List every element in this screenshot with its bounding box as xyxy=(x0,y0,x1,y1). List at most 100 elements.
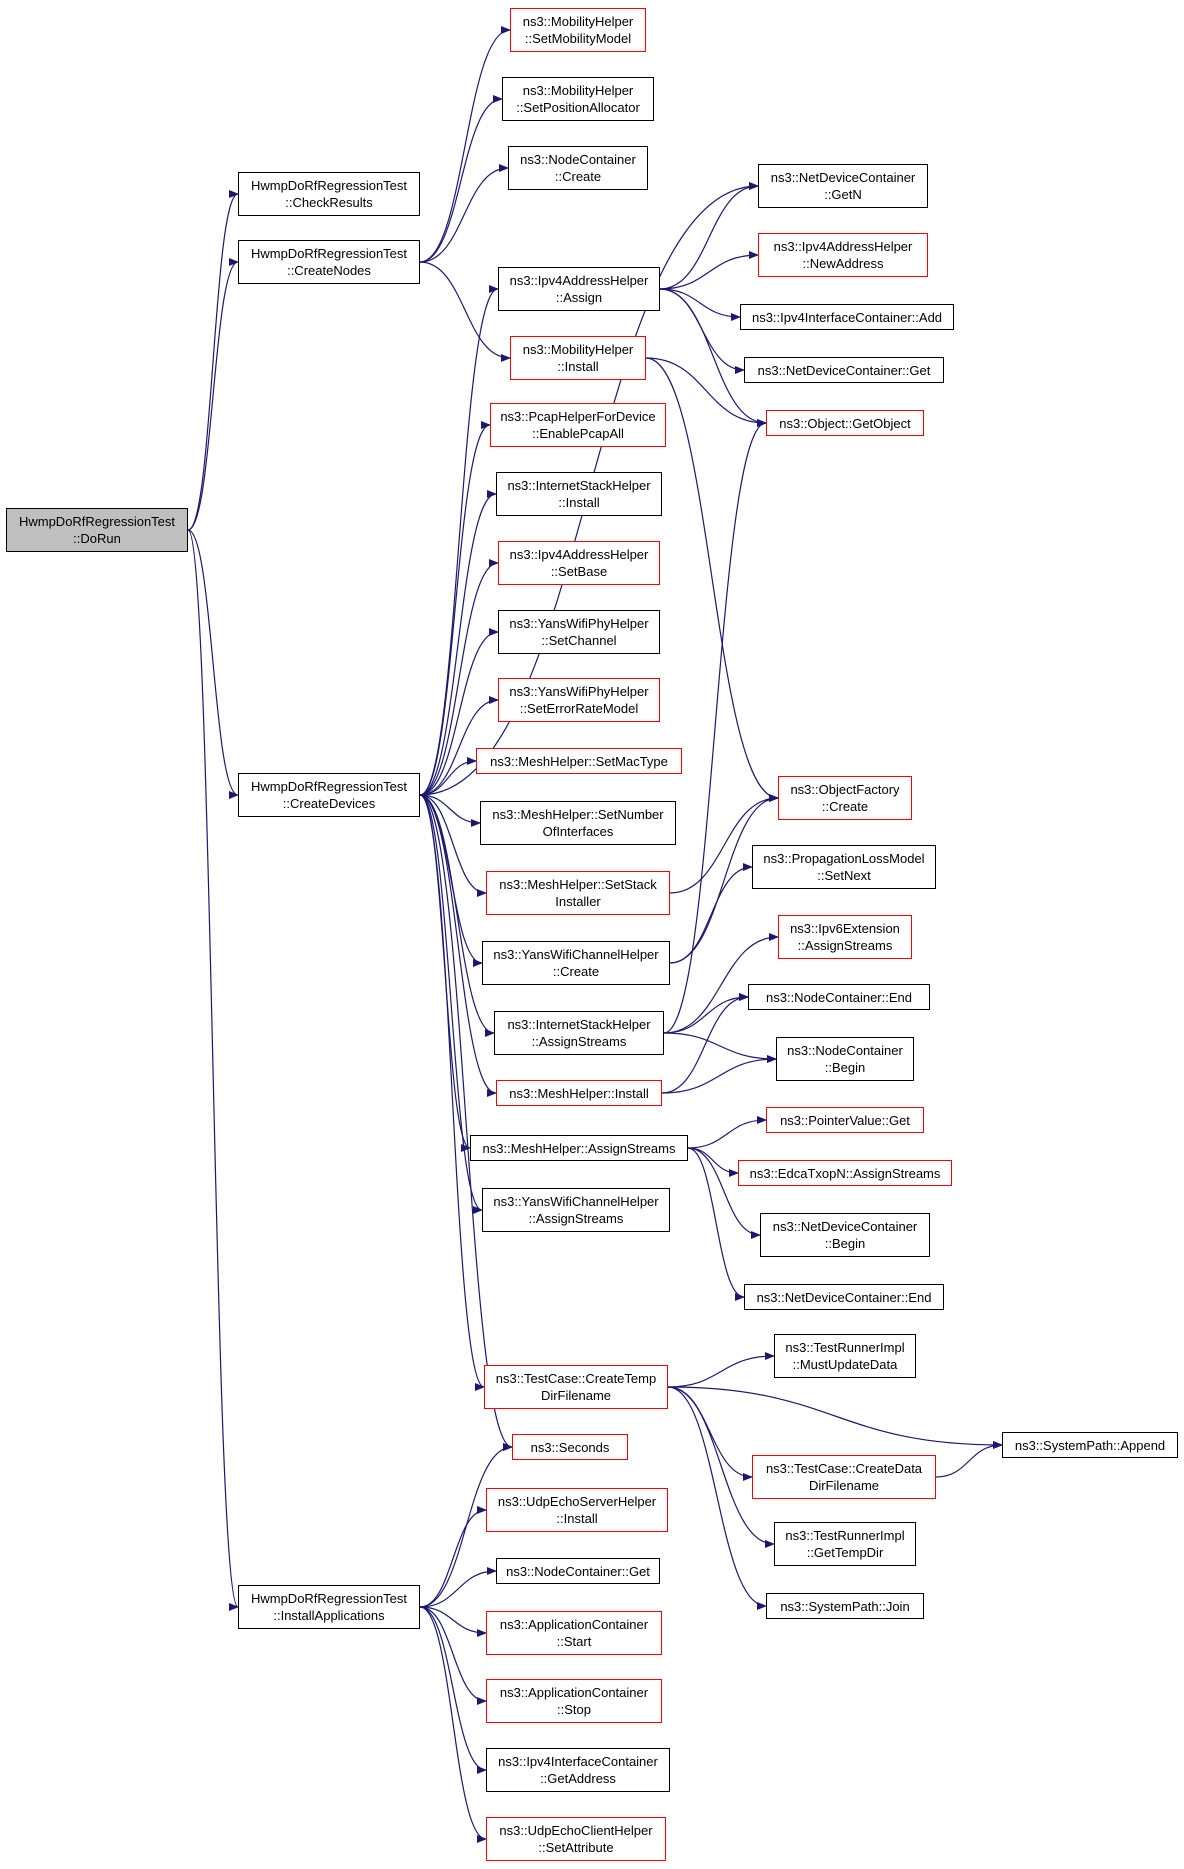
node-label-line: ns3::TestRunnerImpl xyxy=(785,1528,905,1543)
node-label-line: ::Create xyxy=(552,964,600,979)
edge-createdevices-to-ipv4_assign xyxy=(419,285,499,796)
node-mesh-setmac[interactable]: ns3::MeshHelper::SetMacType xyxy=(476,748,682,774)
node-sp-join[interactable]: ns3::SystemPath::Join xyxy=(766,1593,924,1619)
node-label-line: ns3::InternetStackHelper xyxy=(507,1017,651,1032)
node-edca-assign[interactable]: ns3::EdcaTxopN::AssignStreams xyxy=(738,1160,952,1186)
node-obj-getobject[interactable]: ns3::Object::GetObject xyxy=(766,410,924,436)
node-label-line: ::AssignStreams xyxy=(531,1034,627,1049)
node-ac-start[interactable]: ns3::ApplicationContainer::Start xyxy=(486,1611,662,1655)
node-label-line: ns3::SystemPath::Append xyxy=(1014,1437,1166,1453)
edge-mesh_assign-to-ndc_end xyxy=(687,1147,745,1301)
node-label-line: HwmpDoRfRegressionTest xyxy=(250,246,408,261)
edge-dorun-to-createdevices xyxy=(187,529,239,799)
node-checkresults[interactable]: HwmpDoRfRegressionTest::CheckResults xyxy=(238,172,420,216)
edge-createdevices-to-mesh_setstack xyxy=(419,794,487,897)
node-ac-stop[interactable]: ns3::ApplicationContainer::Stop xyxy=(486,1679,662,1723)
node-ipv4-assign[interactable]: ns3::Ipv4AddressHelper::Assign xyxy=(498,267,660,311)
node-pcap-enable[interactable]: ns3::PcapHelperForDevice::EnablePcapAll xyxy=(490,403,666,447)
node-ndc-getn[interactable]: ns3::NetDeviceContainer::GetN xyxy=(758,164,928,208)
node-nc-get[interactable]: ns3::NodeContainer::Get xyxy=(496,1558,660,1584)
edge-createnodes-to-nc_create xyxy=(419,164,509,263)
node-label-line: ns3::MobilityHelper xyxy=(522,83,634,98)
node-ipv4ic-add[interactable]: ns3::Ipv4InterfaceContainer::Add xyxy=(740,304,954,330)
node-label-line: ::SetPositionAllocator xyxy=(516,100,640,115)
edge-mesh_setstack-to-of_create xyxy=(669,794,779,894)
edge-installapps-to-ac_start xyxy=(419,1606,487,1637)
edge-installapps-to-nc_get xyxy=(419,1567,497,1608)
node-ndc-begin[interactable]: ns3::NetDeviceContainer::Begin xyxy=(760,1213,930,1257)
node-label-line: ns3::NetDeviceContainer xyxy=(770,170,916,185)
node-label-line: ::EnablePcapAll xyxy=(532,426,624,441)
edge-createdevices-to-tc_tempdir xyxy=(419,794,485,1391)
node-label-line: ns3::MeshHelper::Install xyxy=(509,1085,649,1101)
node-label-line: ns3::NodeContainer xyxy=(520,152,636,167)
node-label-line: ns3::MeshHelper::SetNumber xyxy=(492,807,664,822)
node-ish-assign[interactable]: ns3::InternetStackHelper::AssignStreams xyxy=(494,1011,664,1055)
node-label-line: ::AssignStreams xyxy=(528,1211,624,1226)
node-uesh-install[interactable]: ns3::UdpEchoServerHelper::Install xyxy=(486,1488,668,1532)
node-ywch-create[interactable]: ns3::YansWifiChannelHelper::Create xyxy=(482,941,670,985)
edge-createdevices-to-ish_install xyxy=(419,490,497,796)
node-ipv6ext-assign[interactable]: ns3::Ipv6Extension::AssignStreams xyxy=(778,915,912,959)
node-tri-mustupdate[interactable]: ns3::TestRunnerImpl::MustUpdateData xyxy=(774,1334,916,1378)
node-seconds[interactable]: ns3::Seconds xyxy=(512,1434,628,1460)
node-uech-setattr[interactable]: ns3::UdpEchoClientHelper::SetAttribute xyxy=(486,1817,666,1861)
node-ywph-seterr[interactable]: ns3::YansWifiPhyHelper::SetErrorRateMode… xyxy=(498,678,660,722)
node-pv-get[interactable]: ns3::PointerValue::Get xyxy=(766,1107,924,1133)
node-label-line: ns3::InternetStackHelper xyxy=(507,478,651,493)
edge-ish_assign-to-ipv6ext_assign xyxy=(663,933,779,1034)
node-ipv4-newaddr[interactable]: ns3::Ipv4AddressHelper::NewAddress xyxy=(758,233,928,277)
node-installapps[interactable]: HwmpDoRfRegressionTest::InstallApplicati… xyxy=(238,1585,420,1629)
node-label-line: ::AssignStreams xyxy=(797,938,893,953)
node-mob-install[interactable]: ns3::MobilityHelper::Install xyxy=(510,336,646,380)
node-label-line: ns3::YansWifiPhyHelper xyxy=(509,684,649,699)
node-mesh-install[interactable]: ns3::MeshHelper::Install xyxy=(496,1080,662,1106)
node-ywph-setchannel[interactable]: ns3::YansWifiPhyHelper::SetChannel xyxy=(498,610,660,654)
node-label-line: ::CreateDevices xyxy=(282,796,376,811)
node-label-line: ns3::MeshHelper::AssignStreams xyxy=(482,1140,676,1156)
edge-createnodes-to-mob_setpos xyxy=(419,95,503,263)
node-label-line: ns3::UdpEchoServerHelper xyxy=(497,1494,657,1509)
edge-createdevices-to-ipv4_setbase xyxy=(419,559,499,796)
node-mob-setmodel[interactable]: ns3::MobilityHelper::SetMobilityModel xyxy=(510,8,646,52)
node-label-line: ::MustUpdateData xyxy=(792,1357,898,1372)
node-of-create[interactable]: ns3::ObjectFactory::Create xyxy=(778,776,912,820)
node-label-line: ::Begin xyxy=(824,1236,866,1251)
edge-tc_tempdir-to-tri_mustupdate xyxy=(667,1352,775,1388)
node-ywch-assign[interactable]: ns3::YansWifiChannelHelper::AssignStream… xyxy=(482,1188,670,1232)
node-ish-install[interactable]: ns3::InternetStackHelper::Install xyxy=(496,472,662,516)
node-label-line: HwmpDoRfRegressionTest xyxy=(250,1591,408,1606)
edge-dorun-to-createnodes xyxy=(187,258,239,531)
node-nc-begin[interactable]: ns3::NodeContainer::Begin xyxy=(776,1037,914,1081)
edge-mesh_install-to-nc_end xyxy=(661,993,749,1094)
edge-ish_assign-to-nc_end xyxy=(663,993,749,1034)
node-plm-setnext[interactable]: ns3::PropagationLossModel::SetNext xyxy=(752,845,936,889)
node-nc-create[interactable]: ns3::NodeContainer::Create xyxy=(508,146,648,190)
node-mesh-assign[interactable]: ns3::MeshHelper::AssignStreams xyxy=(470,1135,688,1161)
node-label-line: ns3::SystemPath::Join xyxy=(780,1598,910,1614)
node-sp-append[interactable]: ns3::SystemPath::Append xyxy=(1002,1432,1178,1458)
node-label-line: OfInterfaces xyxy=(542,824,614,839)
node-label-line: ns3::TestRunnerImpl xyxy=(785,1340,905,1355)
node-ipv4-setbase[interactable]: ns3::Ipv4AddressHelper::SetBase xyxy=(498,541,660,585)
node-createnodes[interactable]: HwmpDoRfRegressionTest::CreateNodes xyxy=(238,240,420,284)
edge-dorun-to-installapps xyxy=(187,529,239,1611)
node-ndc-get[interactable]: ns3::NetDeviceContainer::Get xyxy=(744,357,944,383)
node-label-line: ::NewAddress xyxy=(802,256,884,271)
node-ndc-end[interactable]: ns3::NetDeviceContainer::End xyxy=(744,1284,944,1310)
node-nc-end[interactable]: ns3::NodeContainer::End xyxy=(748,984,930,1010)
edge-mesh_install-to-nc_begin xyxy=(661,1055,777,1094)
node-label-line: ::SetErrorRateModel xyxy=(519,701,639,716)
node-ipv4ic-getaddr[interactable]: ns3::Ipv4InterfaceContainer::GetAddress xyxy=(486,1748,670,1792)
edge-createdevices-to-ish_assign xyxy=(419,794,495,1037)
node-label-line: ::SetAttribute xyxy=(538,1840,614,1855)
node-mob-setpos[interactable]: ns3::MobilityHelper::SetPositionAllocato… xyxy=(502,77,654,121)
node-tri-gettemp[interactable]: ns3::TestRunnerImpl::GetTempDir xyxy=(774,1522,916,1566)
node-label-line: ::CreateNodes xyxy=(287,263,371,278)
node-createdevices[interactable]: HwmpDoRfRegressionTest::CreateDevices xyxy=(238,773,420,817)
edge-createdevices-to-seconds xyxy=(419,794,513,1451)
